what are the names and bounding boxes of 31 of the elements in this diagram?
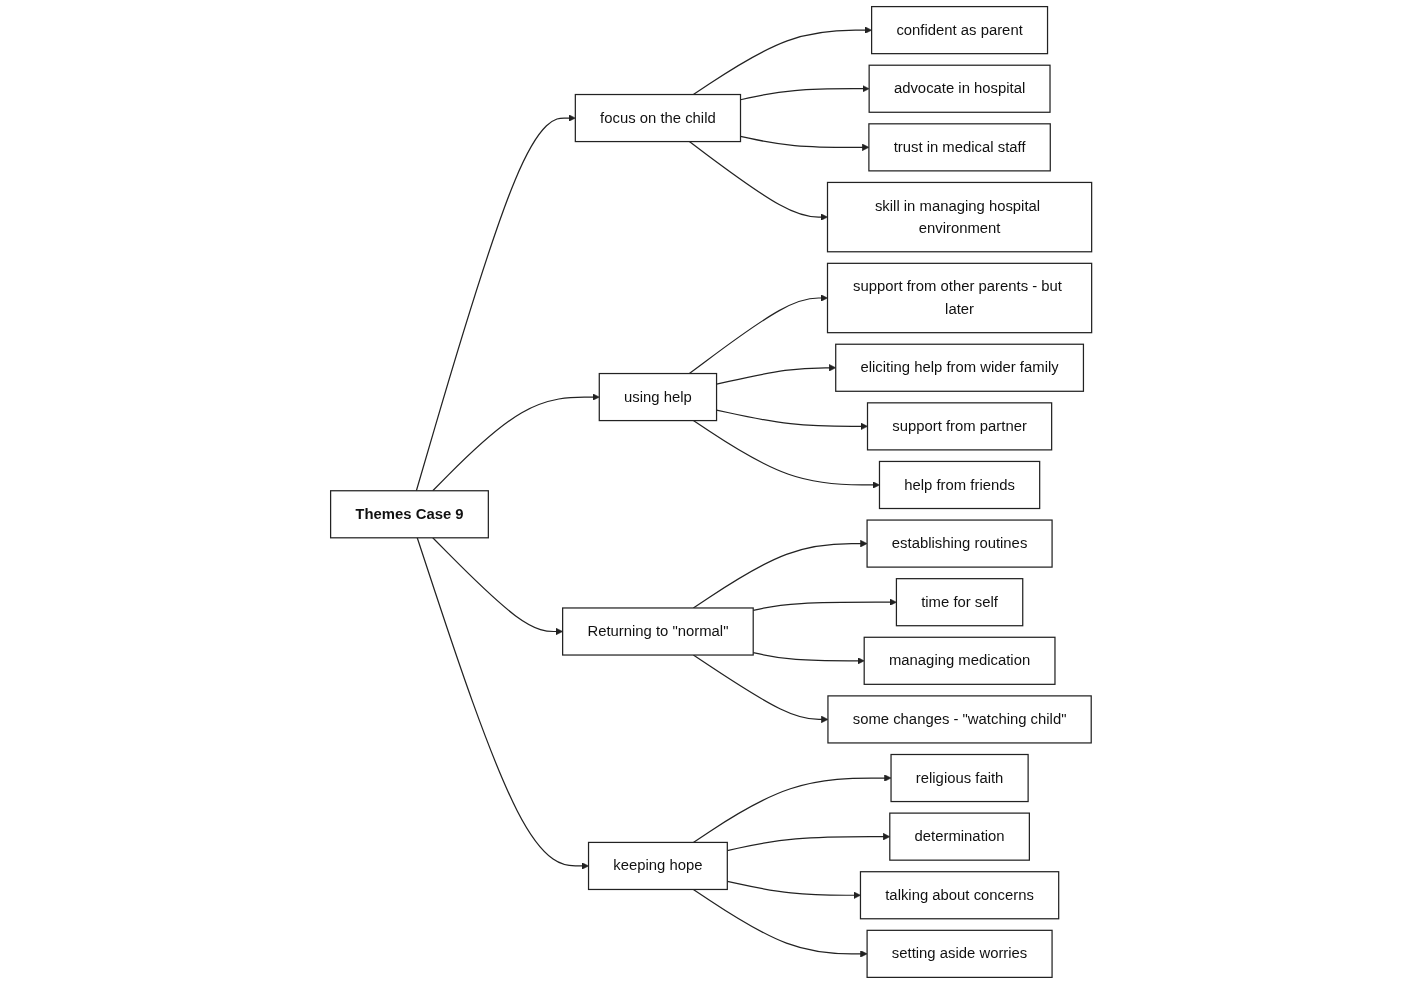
node-box: skill in managing hospital environment [826,181,1093,253]
node-box: managing medication [863,636,1056,685]
node-box: talking about concerns [859,871,1060,920]
arrow [752,651,865,665]
node-box: keeping hope [587,841,728,891]
node-box: setting aside worries [866,929,1053,978]
node-box: time for self [895,578,1024,627]
arrow [688,140,828,221]
node-box: Returning to "normal" [561,607,754,656]
node-box: trust in medical staff [868,123,1051,172]
arrow [752,598,897,612]
node-box: focus on the child [574,93,741,143]
arrow [692,26,872,96]
node-box: Themes Case 9 [329,490,489,539]
node-box: eliciting help from wider family [834,343,1084,392]
node-box: religious faith [890,753,1029,803]
node-box: using help [598,372,718,422]
node-box: help from friends [878,460,1041,510]
arrow [688,294,828,375]
node-box: some changes - "watching child" [827,695,1092,744]
node-box: confident as parent [870,5,1048,55]
node-box: determination [889,812,1030,861]
arrow [692,419,880,489]
node-box: support from partner [866,402,1053,451]
arrow [432,537,563,636]
arrow [432,393,600,492]
arrow [415,114,576,492]
node-box: advocate in hospital [868,64,1051,113]
node-box: establishing routines [866,519,1053,568]
node-box: support from other parents - but later [826,262,1093,334]
arrow [416,537,589,870]
